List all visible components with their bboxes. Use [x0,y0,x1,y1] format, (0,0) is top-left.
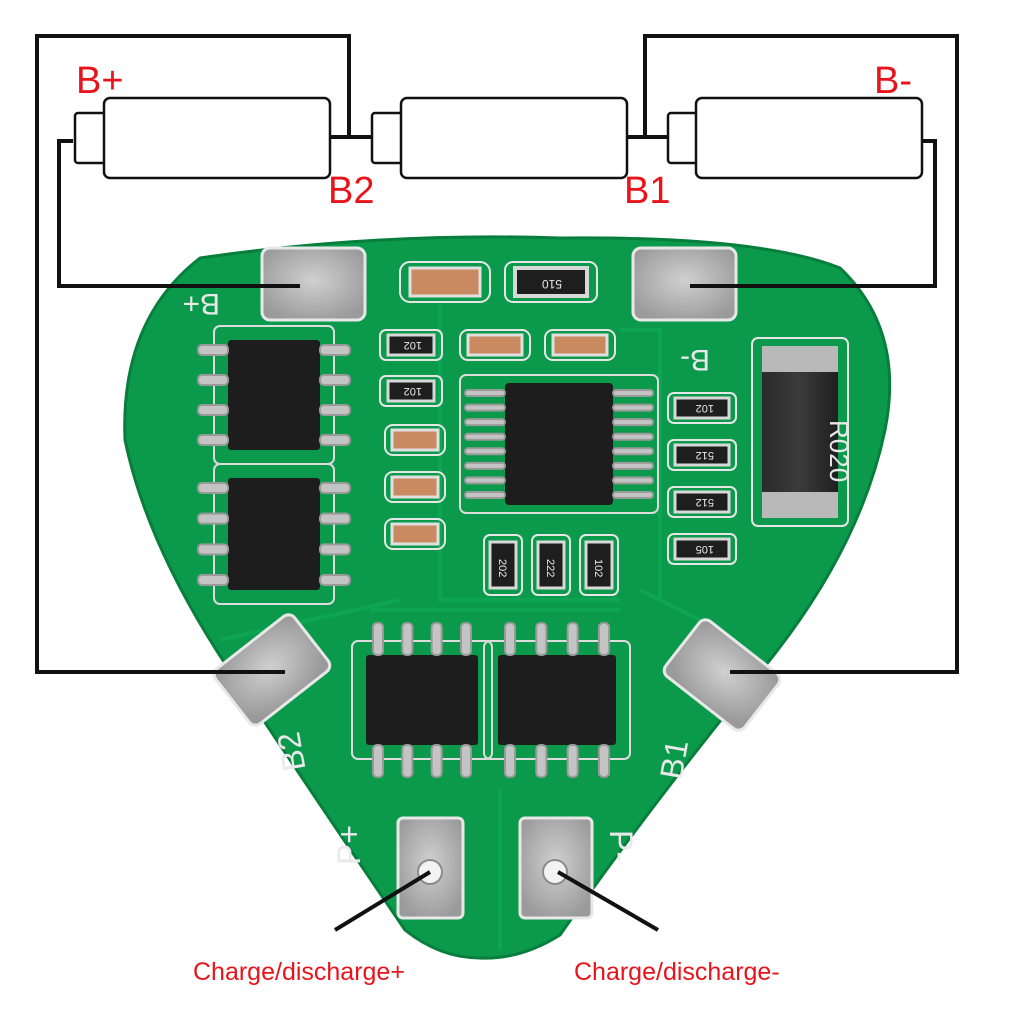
mosfet-chip-left-bottom-pin [319,512,351,525]
controller-ic-pin [612,491,654,499]
controller-ic [505,383,613,505]
mosfet-chip-bottom-right-pin [598,622,610,656]
svg-text:102: 102 [404,339,422,351]
shunt-marking: R020 [824,420,854,482]
mosfet-chip-bottom-right-pin [535,744,548,778]
svg-text:202: 202 [496,559,508,577]
battery-cell-left [73,96,332,180]
controller-ic-pin [464,418,506,427]
controller-ic-pin [464,389,506,397]
controller-ic-pin [612,461,654,470]
controller-ic-pin [612,389,654,397]
mosfet-chip-bottom-left-pin [460,622,472,656]
label-b2: B2 [328,170,375,212]
label-b-minus: B- [874,60,912,102]
silk-p-plus: P+ [331,825,367,865]
controller-ic-pin [464,491,506,499]
controller-ic-pin [612,476,654,485]
svg-text:102: 102 [592,559,604,577]
pad-b1 [662,618,782,732]
mosfet-chip-bottom-right-pin [566,744,579,778]
mosfet-chip-bottom-left-pin [430,622,443,656]
controller-ic-pin [612,447,654,456]
mosfet-chip-left-top-pin [197,344,229,356]
battery-cell-middle [370,96,629,180]
mosfet-chip-bottom-right-pin [504,744,516,778]
mosfet-chip-bottom-right-pin [598,744,610,778]
mosfet-chip-bottom-left [366,655,478,745]
mosfet-chip-left-top-pin [319,374,351,386]
silk-b1: B1 [653,737,695,782]
battery-cell-right [666,96,924,180]
silk-p-minus: P- [603,830,639,862]
mosfet-chip-bottom-right-pin [535,622,548,656]
mosfet-chip-left-bottom-pin [197,512,229,525]
mosfet-chip-bottom-left-pin [430,744,443,778]
mosfet-chip-left-bottom-pin [197,574,229,586]
pads [212,246,782,920]
svg-text:222: 222 [544,559,556,577]
label-charge-plus: Charge/discharge+ [193,958,405,986]
mosfet-chip-left-bottom-outline [213,463,335,605]
shunt-resistor [751,337,849,527]
mosfet-chip-bottom-left-pin [372,744,384,778]
mosfet-chip-left-bottom-pin [319,543,351,556]
res-510-marking: 510 [542,277,562,291]
mosfet-chip-bottom-left-pin [401,744,414,778]
mosfet-chip-left-top [228,340,320,450]
mosfet-chip-bottom-left-outline [351,640,493,760]
mosfet-chip-left-bottom [228,478,320,590]
silk-b-plus: B+ [182,287,220,320]
wiring [35,34,959,932]
mosfet-chip-bottom-left-pin [401,622,414,656]
svg-text:105: 105 [696,543,714,555]
silk-b-minus: B- [680,343,710,376]
mosfet-chip-bottom-right [498,655,616,745]
mosfet-chip-left-top-pin [319,434,351,446]
mosfet-chip-left-top-pin [319,344,351,356]
mosfet-chip-bottom-left-pin [372,622,384,656]
mosfet-chip-left-top-pin [197,374,229,386]
mosfet-chip-bottom-right-pin [566,622,579,656]
svg-text:512: 512 [696,449,714,461]
controller-ic-pin [464,447,506,456]
silkscreen: B+ B- B2 B1 P+ P- R020 510 102 102 102 5… [182,277,854,865]
label-charge-minus: Charge/discharge- [574,958,780,986]
controller-ic-outline [459,374,659,514]
mosfet-chip-left-top-pin [319,404,351,416]
mosfet-chip-left-bottom-pin [319,574,351,586]
mosfet-chip-bottom-right-outline [483,640,631,760]
passives [379,261,737,596]
mosfet-chip-bottom-right-pin [504,622,516,656]
batteries [73,96,924,180]
silk-b2: B2 [270,729,312,774]
label-b-plus: B+ [76,60,124,102]
controller-ic-pin [464,476,506,485]
controller-ic-pin [464,461,506,470]
controller-ic-pin [464,403,506,412]
controller-ic-pin [612,432,654,441]
svg-text:102: 102 [404,385,422,397]
mosfet-chip-left-top-pin [197,404,229,416]
label-b1: B1 [624,170,671,212]
svg-text:512: 512 [696,496,714,508]
controller-ic-pin [612,418,654,427]
ic-chips [197,325,659,778]
mosfet-chip-left-bottom-pin [197,482,229,494]
mosfet-chip-bottom-left-pin [460,744,472,778]
hole-p-minus [542,859,568,885]
mosfet-chip-left-bottom-pin [319,482,351,494]
controller-ic-pin [464,432,506,441]
mosfet-chip-left-top-pin [197,434,229,446]
controller-ic-pin [612,403,654,412]
mosfet-chip-left-bottom-pin [197,543,229,556]
svg-text:102: 102 [696,402,714,414]
